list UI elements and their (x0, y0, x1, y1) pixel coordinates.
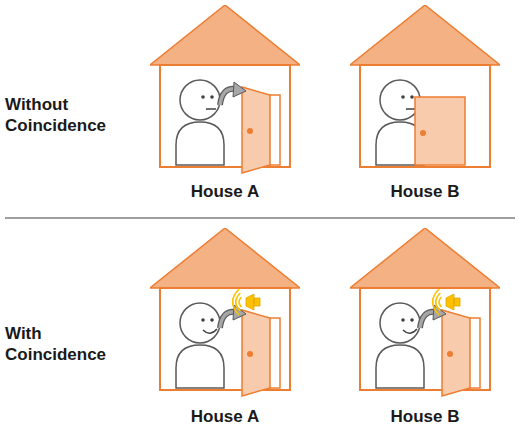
roof (350, 5, 500, 65)
roof (350, 228, 500, 288)
house: House B (350, 228, 500, 433)
house-outline (150, 5, 300, 175)
open-door (242, 310, 270, 396)
house-outline (350, 228, 500, 398)
house-outline (150, 228, 300, 398)
house-label: House A (150, 407, 300, 427)
person (376, 303, 424, 388)
house-label: House A (150, 182, 300, 202)
house: House A (150, 5, 300, 210)
person (176, 80, 224, 165)
closed-door (415, 97, 465, 165)
house-label: House B (350, 182, 500, 202)
speaker (233, 289, 260, 315)
roof (150, 5, 300, 65)
door-knob (420, 130, 426, 136)
house-label: House B (350, 407, 500, 427)
house-body (360, 65, 490, 167)
speaker (433, 289, 460, 315)
house: House B (350, 5, 500, 210)
door-knob (247, 351, 253, 357)
roof (150, 228, 300, 288)
row-divider (5, 217, 515, 219)
open-door (242, 87, 270, 173)
row-label: With Coincidence (5, 323, 115, 365)
door-knob (247, 128, 253, 134)
door-knob (447, 351, 453, 357)
open-door (442, 310, 470, 396)
house: House A (150, 228, 300, 433)
open-arrow (420, 305, 446, 328)
open-arrow (220, 82, 246, 105)
house-outline (350, 5, 500, 175)
person (176, 303, 224, 388)
row-label: Without Coincidence (5, 94, 115, 136)
open-arrow (220, 305, 246, 328)
